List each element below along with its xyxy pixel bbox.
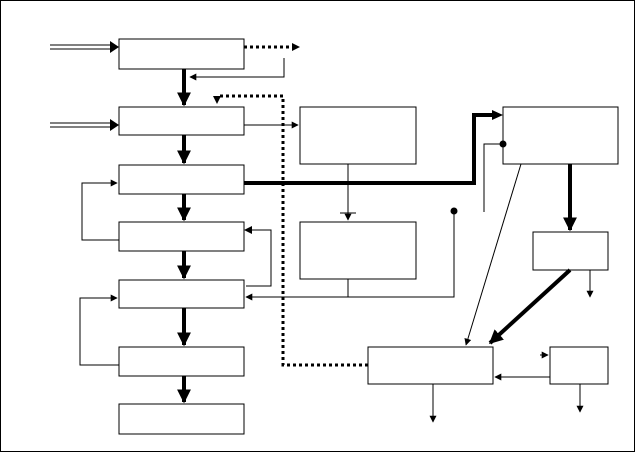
loop-box5-to-box6 bbox=[79, 294, 119, 366]
loop-box3-to-box4 bbox=[81, 179, 119, 241]
input-arrow-2 bbox=[50, 119, 119, 131]
thick-diagonal-small-to-bottom-center bbox=[488, 268, 572, 345]
left-box-6 bbox=[118, 346, 245, 377]
thick-link-arrowhead bbox=[492, 110, 503, 120]
thick-link-box3-to-right-top bbox=[244, 113, 494, 185]
left-box-3 bbox=[118, 164, 245, 195]
signal-dot-right-top bbox=[499, 140, 507, 148]
feedback-into-box1 bbox=[189, 58, 285, 81]
right-box-top bbox=[502, 106, 619, 165]
input-arrow-1 bbox=[50, 41, 119, 53]
arrow-middle-lower-to-box5 bbox=[245, 279, 349, 301]
signal-line-dot-to-box5 bbox=[348, 211, 455, 298]
left-box-4 bbox=[118, 221, 245, 252]
left-box-1 bbox=[118, 38, 245, 70]
dotted-link-arrowhead bbox=[213, 96, 221, 104]
middle-box-lower bbox=[299, 221, 417, 280]
left-box-5 bbox=[118, 279, 245, 309]
loop-box4-arrowhead bbox=[244, 226, 252, 234]
middle-box-upper bbox=[299, 106, 417, 165]
dotted-link-bottom-to-box2 bbox=[217, 94, 368, 367]
dotted-output-arrowhead bbox=[292, 43, 300, 51]
diagonal-right-top-to-bottom-center bbox=[464, 163, 522, 346]
signal-dot-mid bbox=[450, 207, 458, 215]
right-box-small-lower bbox=[549, 346, 609, 385]
left-box-7 bbox=[118, 403, 245, 435]
loop-box4-to-box5 bbox=[246, 229, 272, 287]
left-box-2 bbox=[118, 106, 245, 136]
bottom-center-box bbox=[367, 346, 494, 385]
right-box-small-upper bbox=[532, 231, 609, 271]
right-top-input-line bbox=[483, 143, 503, 212]
